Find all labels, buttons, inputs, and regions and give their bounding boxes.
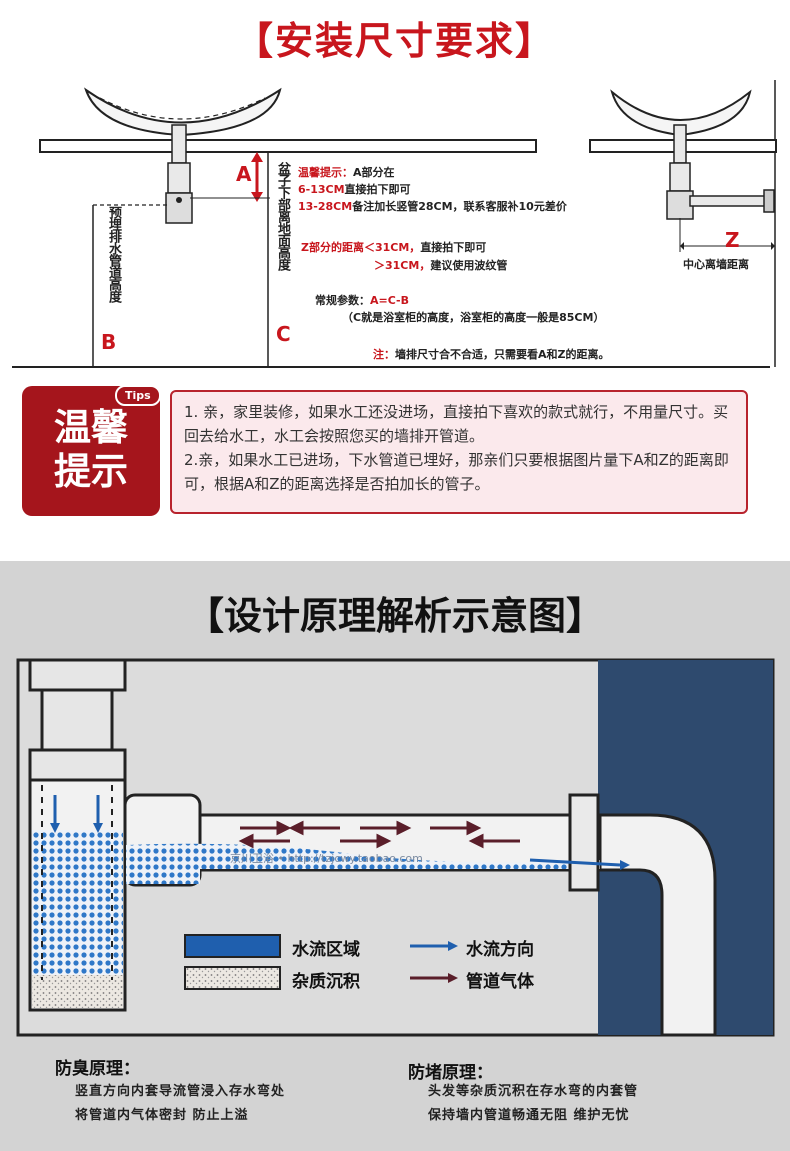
anti-odor-line1: 竖直方向内套导流管浸入存水弯处 xyxy=(75,1084,286,1099)
legend-sediment-swatch xyxy=(184,966,281,990)
label-b: B xyxy=(101,330,117,354)
tips-line2: 2.亲，如果水工已进场，下水管道已埋好，那亲们只要根据图片量下A和Z的距离即可，… xyxy=(184,451,729,493)
anti-odor-title: 防臭原理： xyxy=(55,1059,140,1079)
legend-water-area: 水流区域 xyxy=(292,940,360,960)
tips-title-line1: 温馨 xyxy=(54,406,128,449)
tips-title-line2: 提示 xyxy=(54,450,128,493)
watermark: 京川卫浴 • http://tzjcwy.taobao.com xyxy=(230,852,423,865)
basin-right xyxy=(610,89,752,137)
param-note: （C就是浴室柜的高度，浴室柜的高度一般是85CM） xyxy=(342,311,605,324)
install-diagram xyxy=(12,80,777,368)
note-line1: 温馨提示：A部分在 xyxy=(298,166,395,179)
legend-gas: 管道气体 xyxy=(466,972,534,992)
anti-clog-title: 防堵原理： xyxy=(408,1063,493,1083)
install-title: 【安装尺寸要求】 xyxy=(234,19,555,63)
z-line2: ＞31CM，建议使用波纹管 xyxy=(374,259,508,272)
legend-sediment: 杂质沉积 xyxy=(292,972,360,992)
anti-clog-line2: 保持墙内管道畅通无阻 维护无忧 xyxy=(428,1108,630,1123)
legend-water-swatch xyxy=(184,934,281,958)
label-c: C xyxy=(276,322,291,346)
principle-title: 【设计原理解析示意图】 xyxy=(185,594,604,638)
tips-badge: Tips xyxy=(115,385,161,406)
anti-clog-line1: 头发等杂质沉积在存水弯的内套管 xyxy=(428,1084,639,1099)
z-line1: Z部分的距离＜31CM，直接拍下即可 xyxy=(301,241,487,254)
tips-text-box: 1. 亲，家里装修，如果水工还没进场，直接拍下喜欢的款式就行，不用量尺寸。买回去… xyxy=(170,390,748,514)
z-caption: 中心离墙距离 xyxy=(683,258,749,271)
vertical-label-b: 预埋排水管道高度 xyxy=(106,206,121,302)
principle-diagram xyxy=(16,658,775,1037)
wall-note: 注：墙排尺寸合不合适，只需要看A和Z的距离。 xyxy=(373,348,610,361)
param-line: 常规参数：A=C-B xyxy=(315,294,410,307)
tips-line1: 1. 亲，家里装修，如果水工还没进场，直接拍下喜欢的款式就行，不用量尺寸。买回去… xyxy=(184,403,729,445)
note-line2: 6-13CM直接拍下即可 xyxy=(298,183,411,196)
label-z: Z xyxy=(725,228,740,252)
legend-flow-dir: 水流方向 xyxy=(466,940,534,960)
vertical-label-c: 盆子下部离地面高度 xyxy=(275,162,290,270)
anti-odor-line2: 将管道内气体密封 防止上溢 xyxy=(75,1108,249,1123)
note-line3: 13-28CM备注加长竖管28CM，联系客服补10元差价 xyxy=(298,200,567,213)
basin-left xyxy=(84,87,282,137)
label-a: A xyxy=(236,162,252,186)
counter-left xyxy=(39,139,537,153)
tips-title-box: 温馨 提示 xyxy=(22,386,160,516)
